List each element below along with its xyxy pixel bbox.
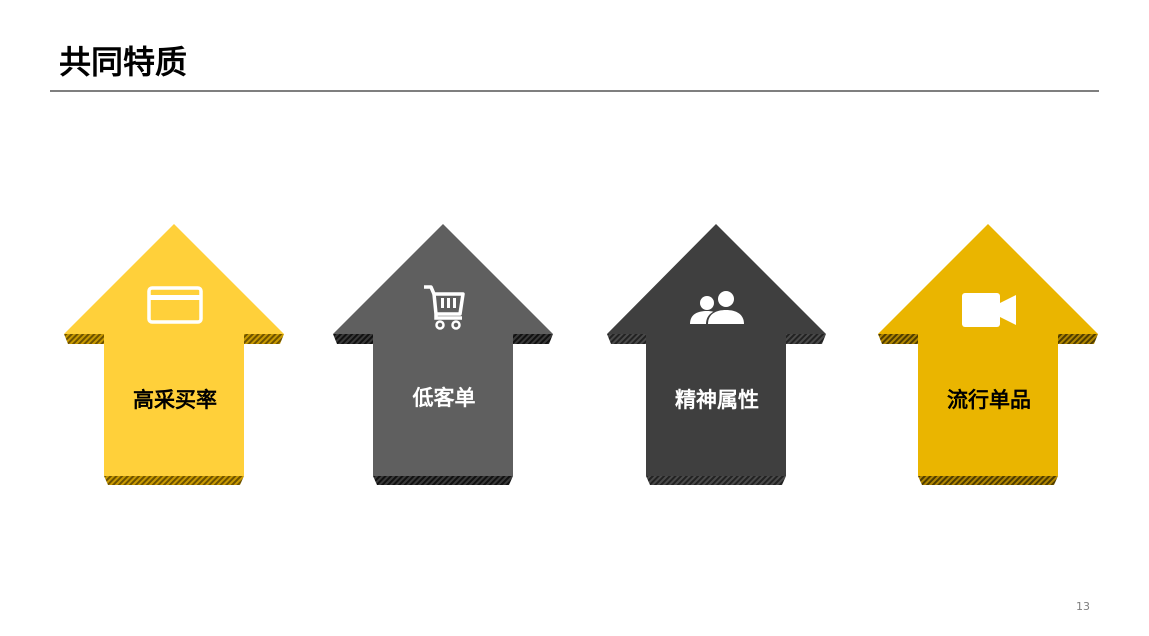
arrow-label: 流行单品 [947, 388, 1031, 412]
slide-title: 共同特质 [59, 43, 188, 81]
users-icon [602, 282, 832, 332]
shopping-cart-icon [329, 282, 559, 332]
arrow-card-high-purchase-rate: 高采买率 [60, 220, 290, 490]
up-arrow-shape [333, 224, 553, 485]
up-arrow-shape [878, 224, 1098, 485]
credit-card-icon [60, 280, 290, 330]
arrow-card-spiritual-attribute: 精神属性 [602, 220, 832, 490]
up-arrow-shape [607, 224, 826, 485]
up-arrow-shape [64, 224, 284, 485]
arrow-label: 高采买率 [133, 388, 217, 412]
title-divider [50, 90, 1099, 92]
video-camera-icon [874, 285, 1104, 335]
arrow-label: 低客单 [412, 386, 476, 410]
arrow-label: 精神属性 [675, 388, 759, 412]
arrow-card-low-order-value: 低客单 [329, 220, 559, 490]
page-number: 13 [1076, 600, 1090, 613]
arrow-card-trendy-item: 流行单品 [874, 220, 1104, 490]
